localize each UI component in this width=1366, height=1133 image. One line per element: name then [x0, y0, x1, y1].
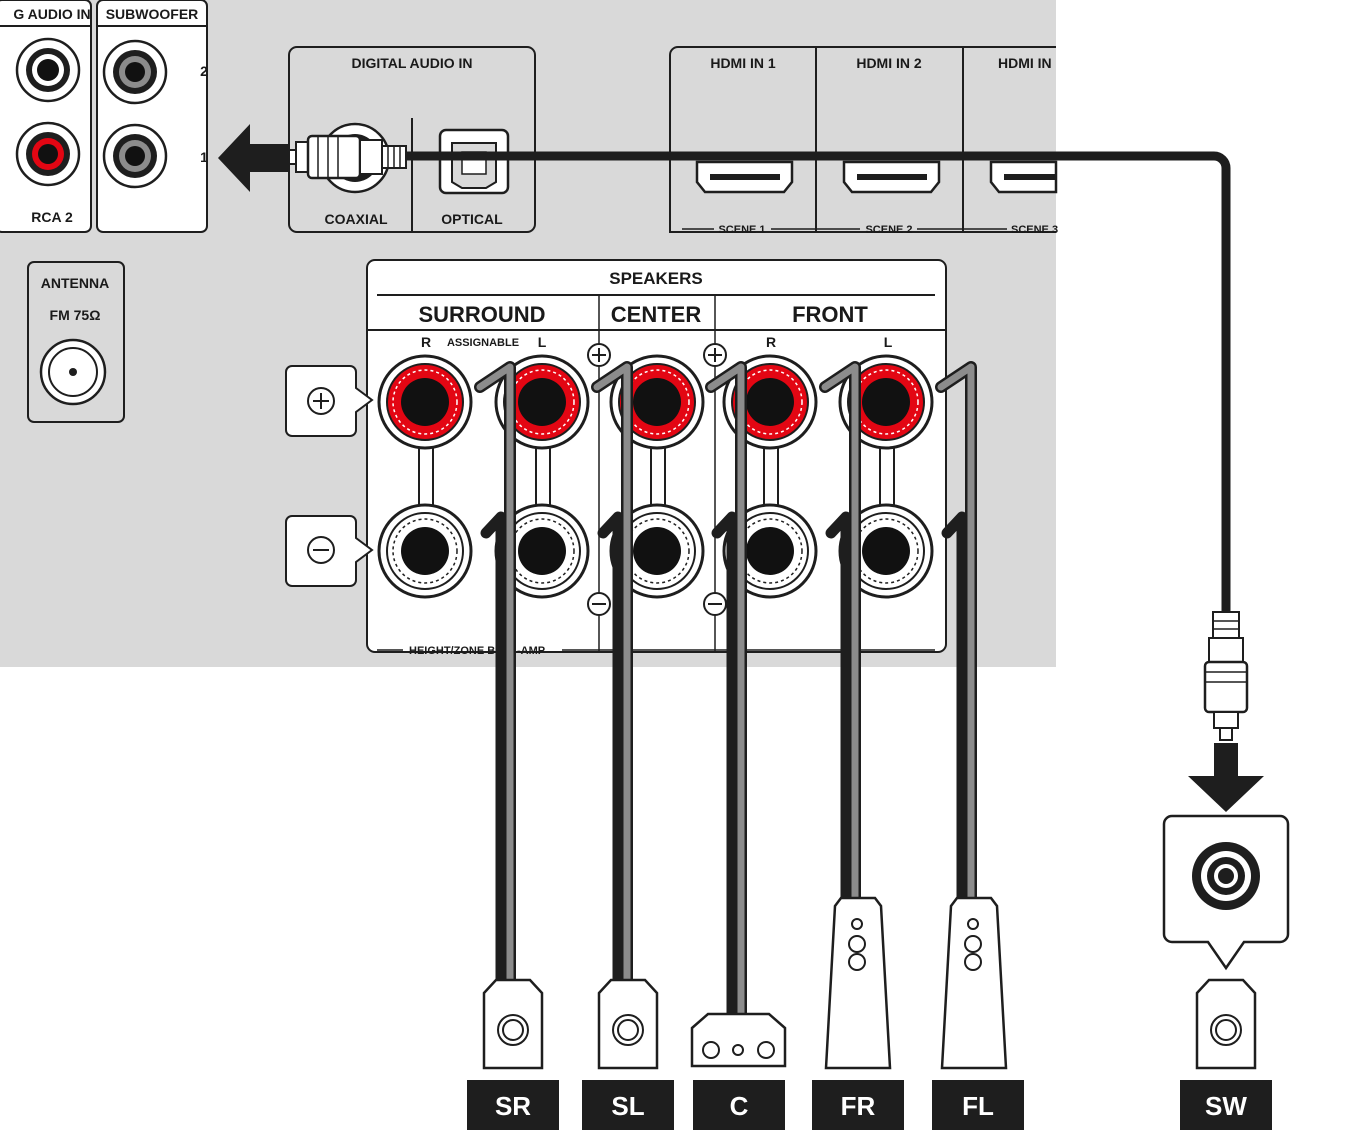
subwoofer-label: SUBWOOFER — [106, 6, 199, 22]
positive-callout — [285, 365, 374, 437]
tag-fr-text: FR — [841, 1091, 876, 1121]
hdmi-in-1-label: HDMI IN 1 — [710, 55, 776, 71]
speaker-sw-icon — [1195, 978, 1257, 1070]
hdmi-port-3[interactable] — [989, 160, 1058, 194]
cable-fr-negative — [825, 511, 852, 903]
speaker-fl-icon — [940, 896, 1008, 1070]
cable-sl-negative — [597, 511, 624, 988]
center-minus-marker — [587, 592, 611, 616]
optical-jack[interactable] — [438, 128, 510, 195]
surround-r-label: R — [421, 334, 431, 350]
speaker-center-icon — [690, 1012, 787, 1068]
speaker-cables — [474, 361, 977, 1020]
center-label: CENTER — [611, 302, 702, 327]
cable-c-negative — [711, 511, 738, 1020]
rca-jack-white[interactable] — [15, 37, 81, 103]
minus-icon — [307, 536, 335, 564]
cable-fr-positive — [821, 363, 859, 901]
front-l-label: L — [884, 334, 893, 350]
height-zone-label: HEIGHT/ZONE B — [409, 645, 495, 657]
arrow-left-icon — [218, 124, 290, 192]
fm-antenna-jack[interactable] — [39, 338, 107, 406]
speakers-title: SPEAKERS — [609, 269, 703, 288]
cable-sr-positive — [476, 363, 514, 986]
cable-sl-positive — [593, 363, 631, 986]
analog-audio-in-section: G AUDIO IN RCA 2 — [0, 0, 92, 233]
tag-c-text: C — [730, 1091, 749, 1121]
tag-sl — [582, 1080, 674, 1130]
center-plus-marker — [587, 343, 611, 367]
antenna-section: ANTENNA FM 75Ω — [27, 261, 125, 423]
scene-3-label: SCENE 3 — [1011, 224, 1058, 236]
binding-post-sr-negative[interactable] — [377, 503, 473, 599]
subwoofer-cable — [283, 134, 1249, 741]
cable-sr-negative — [480, 511, 507, 988]
negative-callout — [285, 515, 374, 587]
tag-fl — [932, 1080, 1024, 1130]
hdmi-port-1[interactable] — [695, 160, 794, 194]
antenna-label: ANTENNA — [41, 275, 109, 291]
post-bridge-fr — [763, 439, 779, 515]
tag-sl-text: SL — [611, 1091, 644, 1121]
hdmi-in-2-label: HDMI IN 2 — [856, 55, 922, 71]
hdmi-in-3-label: HDMI IN — [998, 55, 1052, 71]
subwoofer-jack-2[interactable] — [102, 39, 168, 105]
subwoofer-jack-1[interactable] — [102, 123, 168, 189]
cable-fl-negative — [941, 511, 968, 903]
post-bridge-sl — [535, 439, 551, 515]
tag-c — [693, 1080, 785, 1130]
tag-sw-text: SW — [1205, 1091, 1247, 1121]
post-bridge-c — [650, 439, 666, 515]
tag-sr — [467, 1080, 559, 1130]
cable-c-positive — [707, 363, 745, 1018]
surround-label: SURROUND — [418, 302, 545, 327]
optical-label: OPTICAL — [441, 211, 503, 227]
hdmi-inputs-section: HDMI IN 1 HDMI IN 2 HDMI IN SCENE 1 SCEN… — [669, 46, 1058, 236]
subwoofer-rca-plug — [1203, 611, 1249, 741]
speaker-fr-icon — [824, 896, 892, 1070]
tag-sr-text: SR — [495, 1091, 531, 1121]
subwoofer-section: SUBWOOFER 2 1 — [96, 0, 208, 233]
speaker-sr-icon — [482, 978, 544, 1070]
scene-2-label: SCENE 2 — [865, 224, 912, 236]
bi-amp-label-tail: -AMP — [517, 645, 545, 657]
rca2-label: RCA 2 — [31, 209, 73, 225]
subwoofer-jack-1-number: 1 — [200, 149, 208, 165]
front-r-label: R — [766, 334, 776, 350]
panel-rca-plug — [283, 134, 407, 180]
fm-label: FM 75Ω — [50, 307, 101, 323]
tag-fr — [812, 1080, 904, 1130]
plus-icon — [307, 387, 335, 415]
tag-sw — [1180, 1080, 1272, 1130]
tag-fl-text: FL — [962, 1091, 994, 1121]
speaker-tags: SR SL C FR FL SW — [467, 1080, 1272, 1130]
surround-l-label: L — [538, 334, 547, 350]
subwoofer-input-jack-icon — [1192, 842, 1260, 910]
assignable-label: ASSIGNABLE — [447, 337, 519, 349]
hdmi-port-2[interactable] — [842, 160, 941, 194]
front-label: FRONT — [792, 302, 868, 327]
front-minus-marker — [703, 592, 727, 616]
post-bridge-fl — [879, 439, 895, 515]
front-plus-marker — [703, 343, 727, 367]
analog-audio-in-label: G AUDIO IN — [13, 6, 90, 22]
subwoofer-jack-2-number: 2 — [200, 63, 208, 79]
rca-jack-red[interactable] — [15, 121, 81, 187]
arrow-down-icon — [1188, 743, 1264, 812]
coaxial-label: COAXIAL — [325, 211, 388, 227]
subwoofer-input-callout — [1162, 814, 1290, 971]
speaker-sl-icon — [597, 978, 659, 1070]
scene-1-label: SCENE 1 — [718, 224, 765, 236]
cable-fl-positive — [937, 363, 975, 901]
digital-audio-in-label: DIGITAL AUDIO IN — [351, 55, 472, 71]
binding-post-sr-positive[interactable] — [377, 354, 473, 450]
post-bridge-sr — [418, 439, 434, 515]
